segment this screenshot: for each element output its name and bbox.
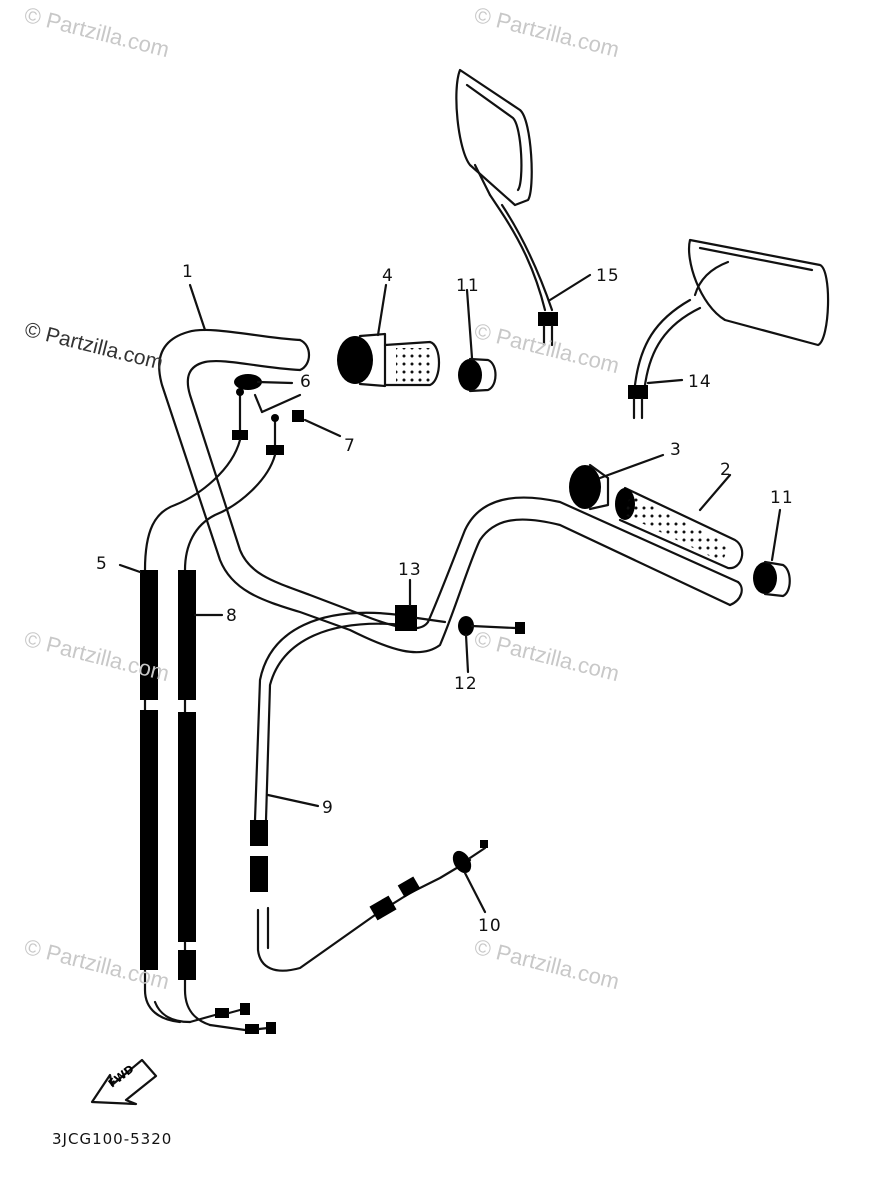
callout-6: 6 [300, 372, 312, 392]
throttle-cable-5 [140, 438, 250, 1024]
callout-5: 5 [96, 554, 108, 574]
callout-10: 10 [478, 916, 502, 936]
left-grip [569, 463, 744, 570]
grip-end-right [753, 560, 791, 598]
cable-holder [232, 374, 304, 455]
callout-1: 1 [182, 262, 194, 282]
callout-3: 3 [670, 440, 682, 460]
callout-7: 7 [344, 436, 356, 456]
grip-end-top [458, 357, 497, 393]
callout-9: 9 [322, 798, 334, 818]
callout-4: 4 [382, 266, 394, 286]
diagram-code: 3JCG100-5320 [52, 1130, 173, 1148]
callout-11-top: 11 [456, 276, 480, 296]
callout-8: 8 [226, 606, 238, 626]
mirror-right [628, 238, 830, 420]
throttle-grip [337, 332, 441, 388]
callout-2: 2 [720, 460, 732, 480]
callout-14: 14 [688, 372, 712, 392]
callout-15: 15 [596, 266, 620, 286]
leader-lines [118, 273, 782, 914]
forward-direction-arrow: FWD [90, 1058, 158, 1106]
callout-13: 13 [398, 560, 422, 580]
throttle-cable-8 [178, 453, 277, 1034]
handlebar [158, 328, 743, 654]
fwd-text: FWD [106, 1062, 137, 1090]
callout-11-right: 11 [770, 488, 794, 508]
clutch-cable-9 [250, 605, 525, 972]
callout-12: 12 [454, 674, 478, 694]
mirror-left [455, 68, 558, 347]
